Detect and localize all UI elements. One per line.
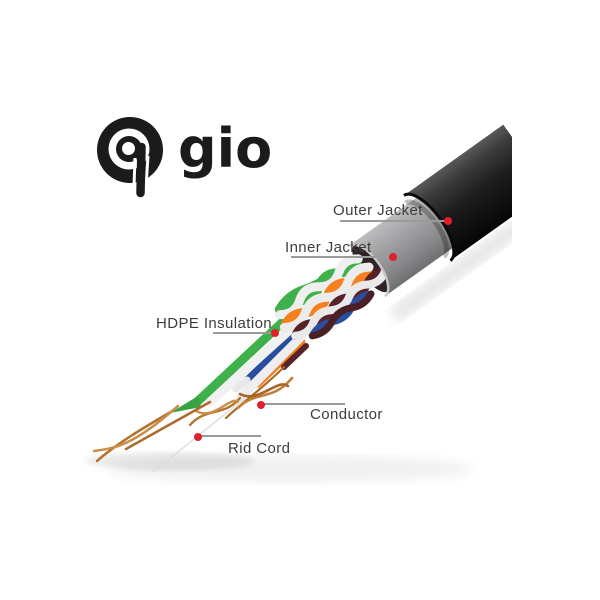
brown-wire [281,343,309,370]
copper-strand [95,408,176,463]
conductor-copper-pair [236,376,294,410]
blue-wire [243,328,301,384]
annotation-conductor-line [262,403,345,405]
annotation-inner-jacket-dot [389,253,397,261]
inner-jacket-surface [348,188,465,297]
brand-name: gio [178,117,273,180]
annotation-rid-cord-line [200,435,261,437]
annotation-hdpe-insulation-line [213,332,275,334]
annotation-outer-jacket-dot [444,217,452,225]
twisted-pairs [274,254,389,340]
white-wire [205,322,298,407]
annotation-rid-cord-label: Rid Cord [228,440,291,457]
annotation-outer-jacket-line [340,220,448,222]
annotation-hdpe-insulation-label: HDPE Insulation [156,315,273,332]
annotation-conductor-dot [257,401,265,409]
annotation-outer-jacket-label: Outer Jacket [333,202,423,219]
outer-jacket-surface [403,124,512,261]
annotation-inner-jacket-line [291,256,392,258]
annotation-hdpe-insulation-dot [271,329,279,337]
cable-body [274,124,512,340]
annotation-conductor-label: Conductor [310,406,383,423]
brand-logo: gio [96,114,272,202]
gio-logo-icon [97,117,163,198]
annotation-inner-jacket-label: Inner Jacket [285,239,372,256]
annotation-rid-cord-dot [194,433,202,441]
